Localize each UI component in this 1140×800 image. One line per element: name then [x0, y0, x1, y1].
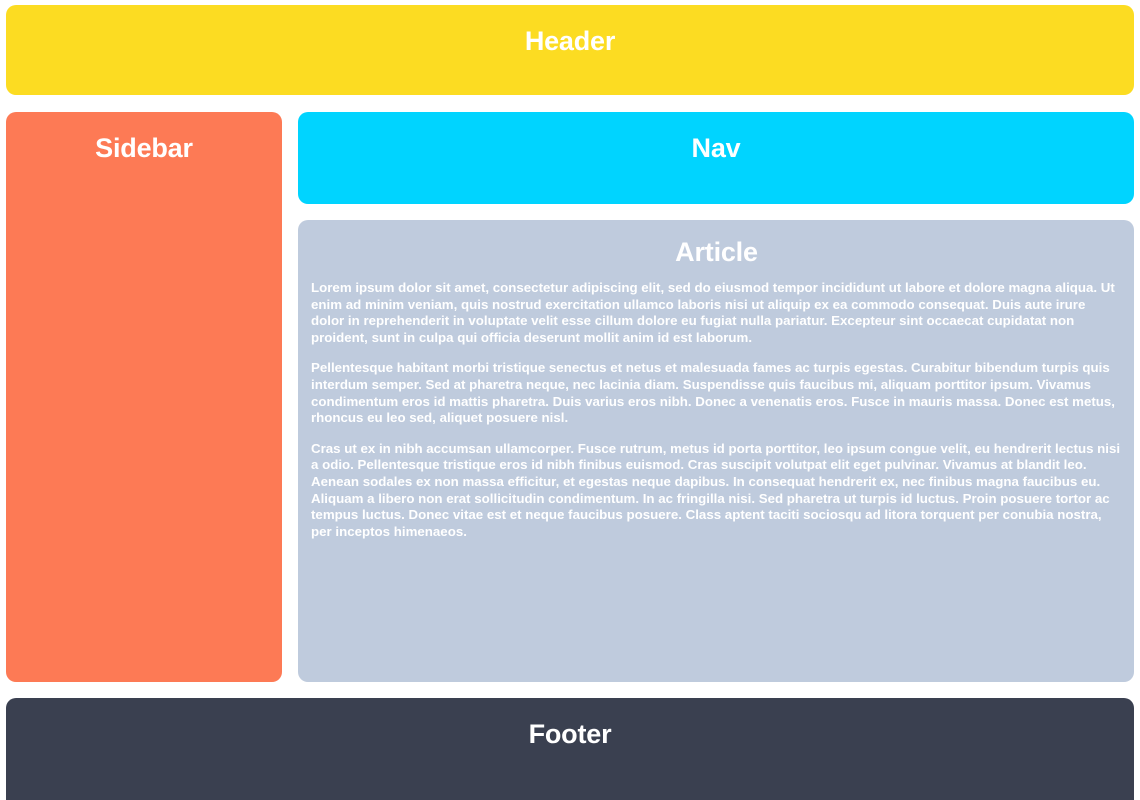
nav-title: Nav [691, 133, 741, 163]
nav-region[interactable]: Nav [298, 112, 1134, 204]
footer-region: Footer [6, 698, 1134, 800]
header-title: Header [524, 26, 616, 56]
main-column: Nav Article Lorem ipsum dolor sit amet, … [298, 112, 1134, 682]
sidebar-region: Sidebar [6, 112, 282, 682]
article-paragraph: Lorem ipsum dolor sit amet, consectetur … [311, 280, 1115, 345]
article-paragraph: Cras ut ex in nibh accumsan ullamcorper.… [311, 440, 1121, 539]
header-region: Header [6, 5, 1134, 95]
article-region: Article Lorem ipsum dolor sit amet, cons… [298, 220, 1134, 682]
footer-title: Footer [528, 719, 612, 749]
middle-region: Sidebar Nav Article Lorem ipsum dolor si… [6, 112, 1134, 682]
sidebar-title: Sidebar [95, 133, 193, 163]
article-paragraph: Pellentesque habitant morbi tristique se… [311, 360, 1115, 426]
article-title: Article [675, 237, 758, 267]
